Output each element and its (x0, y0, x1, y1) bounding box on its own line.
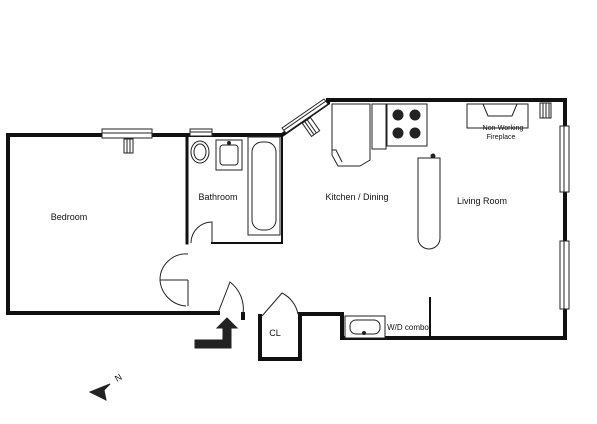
kitchen-island (417, 157, 441, 250)
refrigerator (331, 103, 371, 167)
counter (371, 103, 387, 150)
windows (101, 98, 570, 310)
kitchen-dining-label: Kitchen / Dining (325, 192, 388, 202)
closet-door (261, 292, 299, 317)
interior-walls (185, 133, 431, 339)
washer-dryer: W/D combo (344, 315, 429, 339)
radiator-bedroom (123, 138, 134, 154)
bedroom-label: Bedroom (51, 212, 88, 222)
radiators (123, 102, 552, 154)
fireplace-label-line2: Fireplace (487, 134, 516, 141)
living-room-label: Living Room (457, 196, 507, 206)
wd-label: W/D combo (387, 323, 429, 332)
bath-door (190, 221, 213, 244)
closet-label: CL (269, 328, 281, 338)
kitchen-fixtures (331, 103, 441, 250)
north-arrow-icon (88, 383, 111, 401)
stove (386, 103, 428, 147)
entry-door (217, 281, 244, 315)
doors (159, 253, 299, 317)
fireplace-label-line1: Non-Working (483, 125, 524, 132)
radiator-living (539, 102, 552, 119)
fireplace: Non-Working Fireplace (466, 103, 529, 141)
compass: N (88, 372, 124, 401)
entry-arrow-icon (194, 317, 239, 349)
radiator-kitchen (301, 116, 321, 138)
exterior-walls (6, 98, 567, 361)
bedroom-door (159, 253, 189, 281)
bathtub (247, 136, 281, 236)
bathroom-label: Bathroom (198, 192, 237, 202)
compass-label: N (113, 372, 124, 384)
bathroom-fixtures (190, 136, 281, 244)
